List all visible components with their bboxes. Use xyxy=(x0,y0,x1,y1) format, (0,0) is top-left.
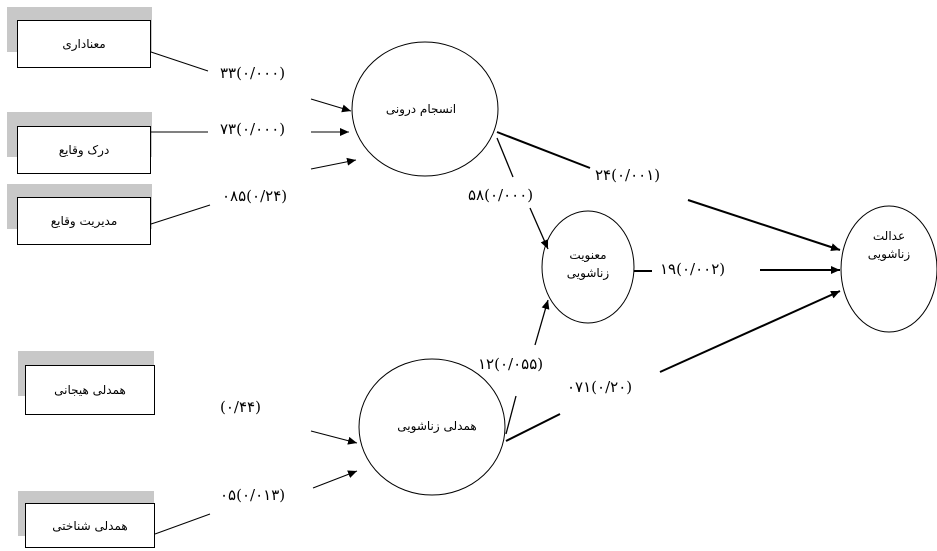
coef-cognitive-empathy: ۰۵(۰/۰۱۳) xyxy=(220,486,286,504)
label-marital-empathy: همدلی زناشویی xyxy=(397,419,477,433)
arrow-emotional-empathy xyxy=(310,430,358,445)
label-events-management: مدیریت وقایع xyxy=(50,214,118,228)
ellipse-internal-coherence xyxy=(351,41,499,177)
coef-events-management: ۰۸۵(۰/۲۴) xyxy=(222,187,288,205)
arrow-events-management xyxy=(310,157,357,170)
line-meaningfulness xyxy=(150,51,209,72)
coef-emotional-empathy: (۰/۴۴) xyxy=(220,398,261,416)
box-cognitive-empathy: همدلی شناختی xyxy=(25,503,155,548)
coef-empathy-justice: ۰۷۱(۰/۲۰) xyxy=(567,378,633,396)
box-emotional-empathy: همدلی هیجانی xyxy=(25,365,155,415)
coef-events-perception: ۷۳(۰/۰۰۰) xyxy=(220,120,286,138)
label-marital-spirituality-line1: معنویت xyxy=(569,248,607,262)
box-events-management: مدیریت وقایع xyxy=(17,197,151,245)
label-marital-justice-line2: زناشویی xyxy=(867,247,911,261)
line-events-management xyxy=(150,204,211,225)
ellipse-marital-spirituality xyxy=(541,210,635,324)
label-cognitive-empathy: همدلی شناختی xyxy=(52,518,128,533)
arrow-meaningfulness xyxy=(310,98,352,113)
coef-spirituality-justice: ۱۹(۰/۰۰۲) xyxy=(660,260,726,278)
path-empathy-spirituality-a xyxy=(505,395,517,435)
line-cognitive-empathy xyxy=(154,513,211,535)
path-coherence-spirituality-a xyxy=(496,137,514,178)
coef-coherence-spirituality: ۵۸(۰/۰۰۰) xyxy=(468,186,534,204)
coef-empathy-spirituality: ۱۲(۰/۰۵۵) xyxy=(478,355,544,373)
path-empathy-spirituality-b xyxy=(534,299,550,346)
box-meaningfulness: معناداری xyxy=(17,20,151,68)
box-events-perception: درک وقایع xyxy=(17,126,151,174)
arrow-cognitive-empathy xyxy=(312,470,358,489)
ellipse-marital-justice xyxy=(840,205,937,333)
path-coherence-justice-b xyxy=(687,199,841,251)
coef-meaningfulness: ۳۳(۰/۰۰۰) xyxy=(220,64,286,82)
coef-coherence-justice: ۲۴(۰/۰۰۱) xyxy=(595,166,661,184)
path-empathy-justice-b xyxy=(659,290,841,373)
path-coherence-spirituality-b xyxy=(529,207,549,250)
label-internal-coherence: انسجام درونی xyxy=(385,102,457,116)
label-events-perception: درک وقایع xyxy=(58,143,110,157)
path-coherence-justice-a xyxy=(496,131,591,169)
label-marital-spirituality: معنویت زناشویی xyxy=(558,246,618,282)
ellipse-marital-empathy xyxy=(358,358,506,496)
label-marital-justice-line1: عدالت xyxy=(872,229,906,243)
label-emotional-empathy: همدلی هیجانی xyxy=(54,383,126,397)
label-meaningfulness: معناداری xyxy=(62,37,106,51)
label-marital-spirituality-line2: زناشویی xyxy=(566,266,610,280)
label-marital-justice: عدالت زناشویی xyxy=(859,227,919,263)
path-empathy-justice-a xyxy=(505,413,561,442)
